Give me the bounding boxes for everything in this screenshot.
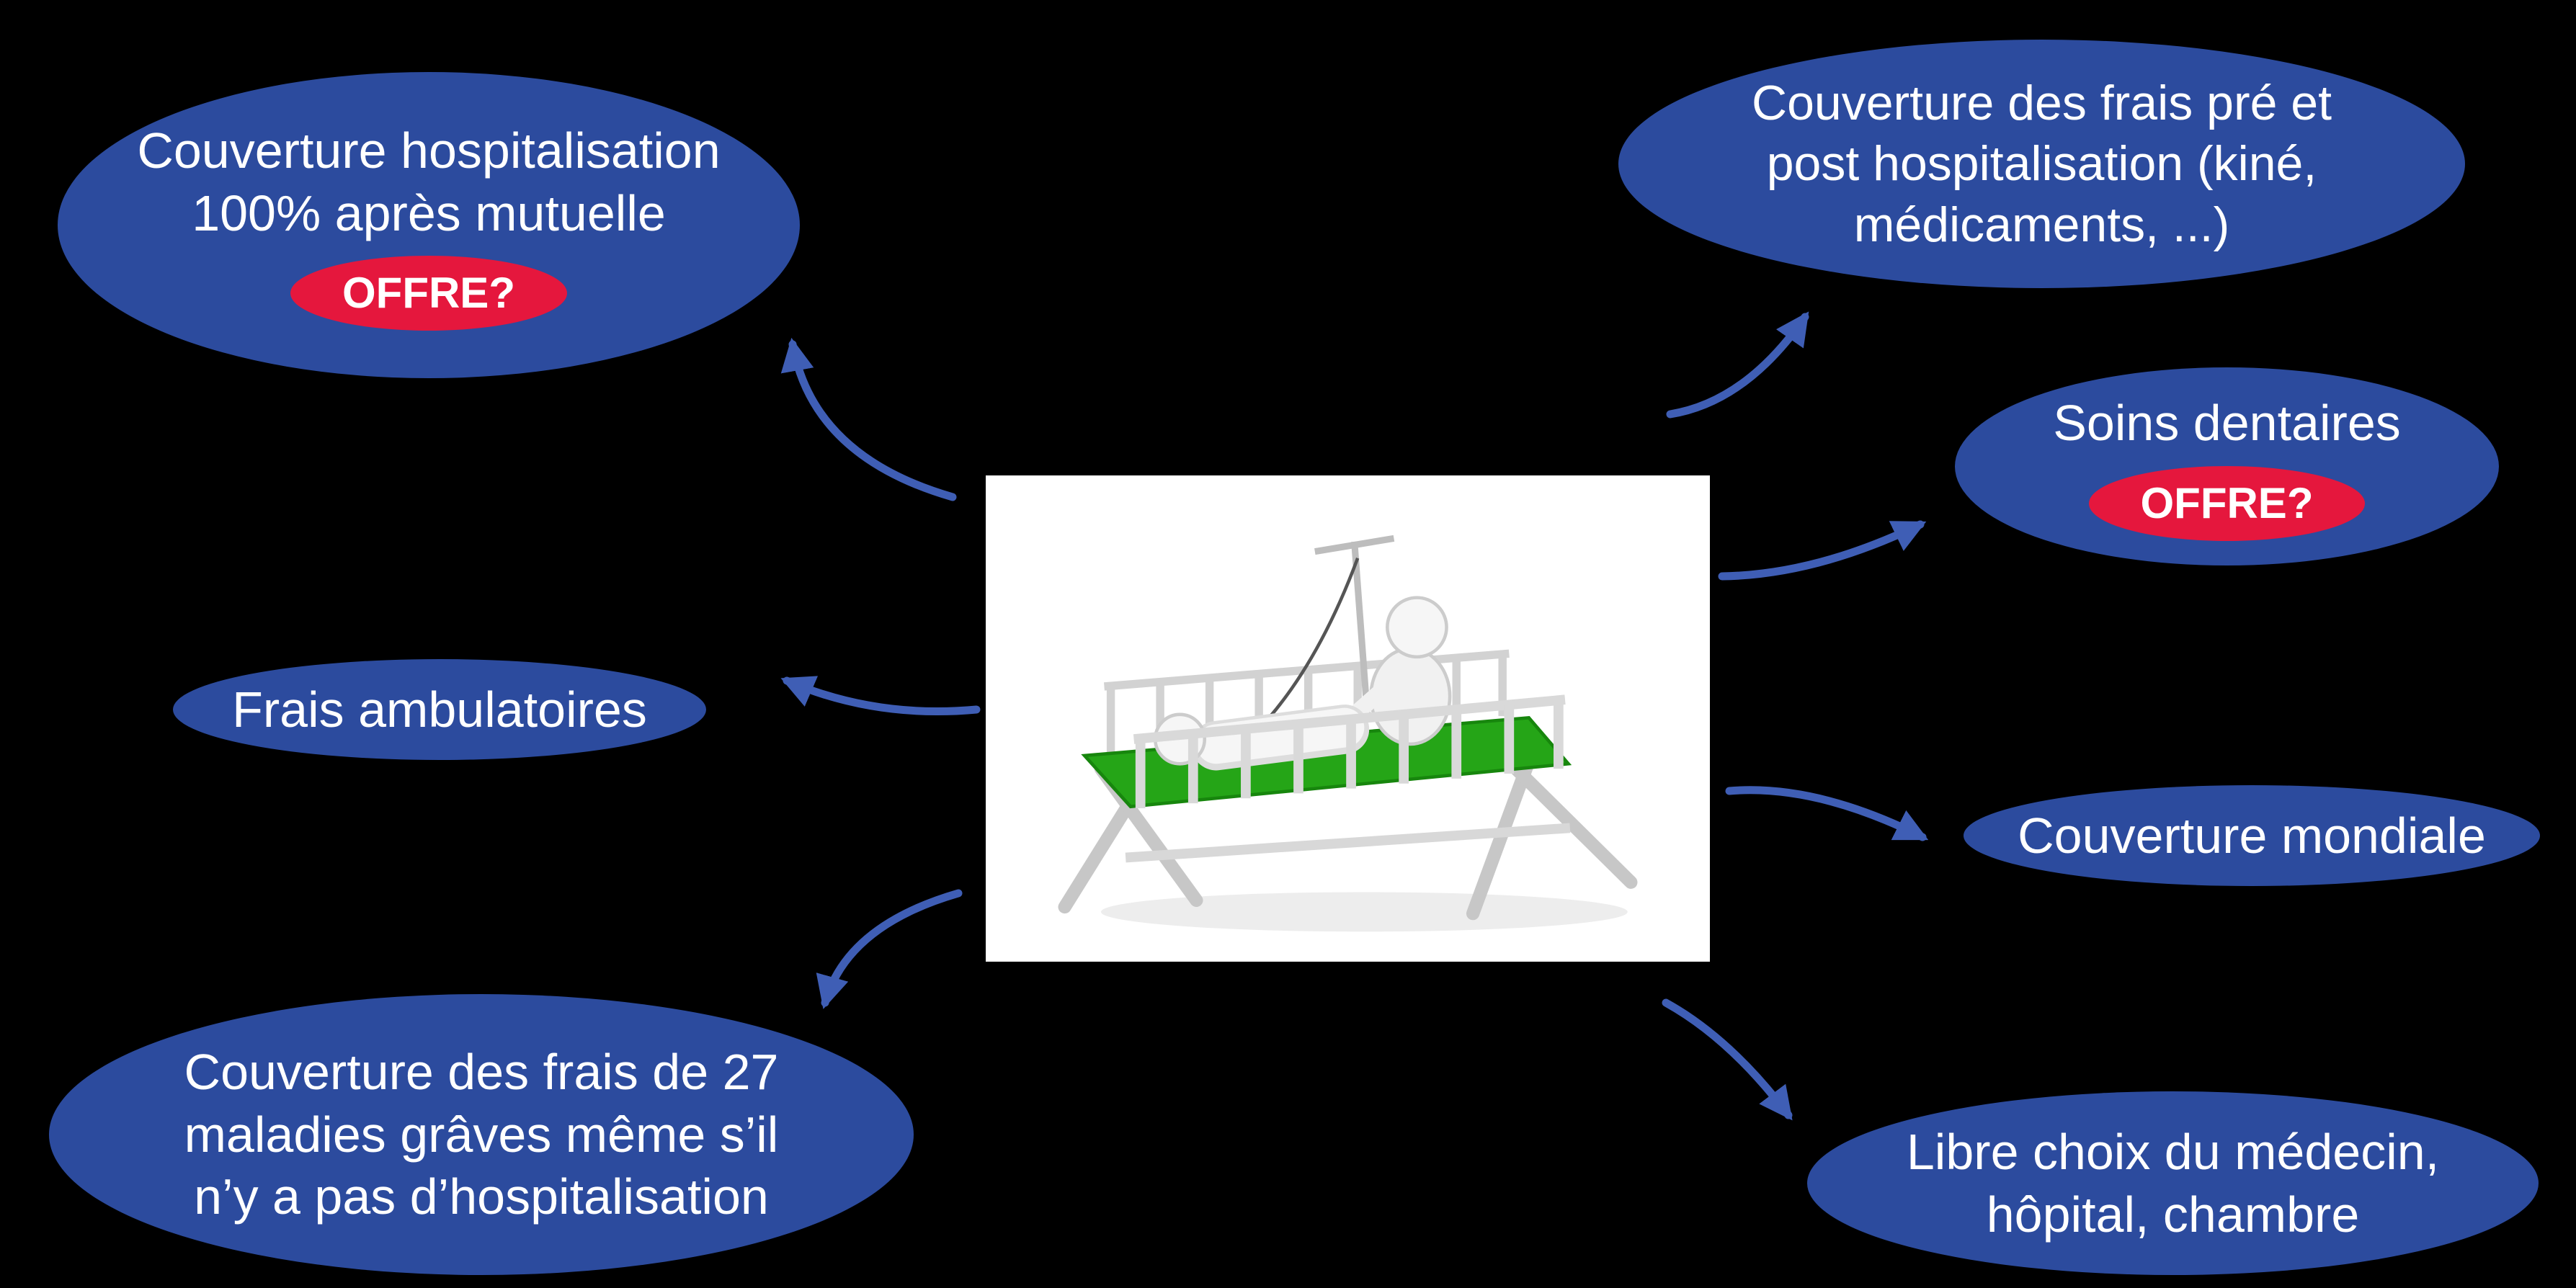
node-soins-dentaires: Soins dentaires OFFRE? [1955, 367, 2499, 565]
arrow-to-couverture-hospitalisation [780, 337, 957, 501]
arrow-to-frais-ambulatoires [780, 676, 981, 716]
arrow-to-couverture-mondiale [1725, 786, 1929, 841]
node-label: Couverture des frais pré et post hospita… [1751, 76, 2332, 252]
hospital-bed-illustration [986, 475, 1710, 962]
node-label: Couverture des frais de 27 maladies grâv… [184, 1043, 779, 1225]
offer-badge: OFFRE? [2088, 465, 2366, 541]
bed-near-rail [1133, 694, 1566, 808]
node-label: Couverture mondiale [2018, 807, 2486, 864]
node-label: Couverture hospitalisation 100% après mu… [137, 122, 721, 241]
node-couverture-hospitalisation: Couverture hospitalisation 100% après mu… [58, 72, 800, 378]
node-couverture-mondiale: Couverture mondiale [1964, 785, 2540, 886]
arrow-to-libre-choix [1662, 998, 1793, 1121]
center-image-panel [986, 475, 1710, 962]
arrow-to-maladies-graves [816, 889, 963, 1009]
arrow-to-soins-dentaires [1718, 520, 1927, 581]
node-frais-pre-post: Couverture des frais pré et post hospita… [1618, 40, 2465, 288]
node-label: Soins dentaires [2053, 395, 2401, 452]
node-label: Libre choix du médecin, hôpital, chambre [1906, 1123, 2440, 1243]
arrow-to-frais-pre-post [1666, 311, 1809, 419]
offer-badge: OFFRE? [290, 256, 567, 331]
node-label: Frais ambulatoires [232, 681, 647, 738]
iv-pole [1314, 535, 1395, 718]
node-maladies-graves: Couverture des frais de 27 maladies grâv… [49, 994, 914, 1275]
node-frais-ambulatoires: Frais ambulatoires [173, 659, 706, 760]
node-libre-choix: Libre choix du médecin, hôpital, chambre [1807, 1091, 2539, 1275]
